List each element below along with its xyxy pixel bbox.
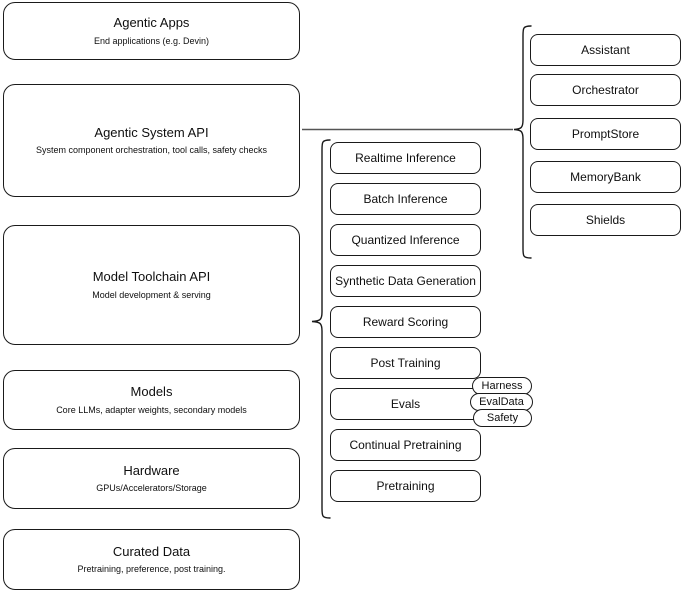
layer-box-agentic-apps[interactable]: Agentic Apps End applications (e.g. Devi…: [3, 2, 300, 60]
toolchain-chip-batch-inference[interactable]: Batch Inference: [330, 183, 481, 215]
layer-title: Hardware: [123, 462, 180, 478]
chip-label: PromptStore: [571, 127, 640, 141]
evals-pill-evaldata[interactable]: EvalData: [470, 393, 533, 411]
layer-box-model-toolchain-api[interactable]: Model Toolchain API Model development & …: [3, 225, 300, 345]
layer-subtitle: End applications (e.g. Devin): [93, 35, 210, 46]
chip-label: Pretraining: [376, 479, 435, 493]
chip-label: Batch Inference: [363, 192, 448, 206]
layer-title: Curated Data: [112, 543, 191, 559]
connector-agentic-system-line: [300, 120, 515, 140]
chip-label: Shields: [585, 213, 626, 227]
toolchain-chip-evals[interactable]: Evals: [330, 388, 481, 420]
layer-box-models[interactable]: Models Core LLMs, adapter weights, secon…: [3, 370, 300, 430]
toolchain-chip-synthetic-data-generation[interactable]: Synthetic Data Generation: [330, 265, 481, 297]
chip-label: Reward Scoring: [362, 315, 449, 329]
chip-label: Evals: [390, 397, 421, 411]
toolchain-chip-pretraining[interactable]: Pretraining: [330, 470, 481, 502]
evals-pill-safety[interactable]: Safety: [473, 409, 532, 427]
layer-box-agentic-system-api[interactable]: Agentic System API System component orch…: [3, 84, 300, 197]
chip-label: MemoryBank: [570, 170, 641, 184]
layer-title: Agentic System API: [94, 124, 209, 140]
toolchain-chip-quantized-inference[interactable]: Quantized Inference: [330, 224, 481, 256]
agentic-chip-assistant[interactable]: Assistant: [530, 34, 681, 66]
layer-subtitle: Model development & serving: [92, 289, 211, 300]
chip-label: Quantized Inference: [351, 233, 460, 247]
chip-label: Continual Pretraining: [349, 438, 462, 452]
chip-label: Orchestrator: [572, 83, 639, 97]
agentic-chip-orchestrator[interactable]: Orchestrator: [530, 74, 681, 106]
pill-label: Safety: [486, 412, 519, 424]
toolchain-chip-post-training[interactable]: Post Training: [330, 347, 481, 379]
agentic-chip-shields[interactable]: Shields: [530, 204, 681, 236]
chip-label: Synthetic Data Generation: [335, 274, 476, 288]
chip-label: Realtime Inference: [355, 151, 456, 165]
layer-box-hardware[interactable]: Hardware GPUs/Accelerators/Storage: [3, 448, 300, 509]
chip-label: Assistant: [581, 43, 630, 57]
layer-title: Models: [130, 384, 173, 400]
layer-subtitle: System component orchestration, tool cal…: [35, 145, 268, 155]
layer-title: Agentic Apps: [113, 15, 190, 31]
pill-label: Harness: [481, 380, 523, 392]
toolchain-chip-reward-scoring[interactable]: Reward Scoring: [330, 306, 481, 338]
pill-label: EvalData: [479, 396, 524, 408]
layer-subtitle: GPUs/Accelerators/Storage: [96, 483, 207, 493]
agentic-chip-promptstore[interactable]: PromptStore: [530, 118, 681, 150]
layer-box-curated-data[interactable]: Curated Data Pretraining, preference, po…: [3, 529, 300, 590]
layer-subtitle: Core LLMs, adapter weights, secondary mo…: [56, 404, 247, 415]
agentic-chip-memorybank[interactable]: MemoryBank: [530, 161, 681, 193]
brace-toolchain-items: [300, 136, 332, 522]
chip-label: Post Training: [370, 356, 441, 370]
layer-title: Model Toolchain API: [92, 269, 211, 285]
layer-subtitle: Pretraining, preference, post training.: [77, 564, 226, 574]
toolchain-chip-continual-pretraining[interactable]: Continual Pretraining: [330, 429, 481, 461]
toolchain-chip-realtime-inference[interactable]: Realtime Inference: [330, 142, 481, 174]
